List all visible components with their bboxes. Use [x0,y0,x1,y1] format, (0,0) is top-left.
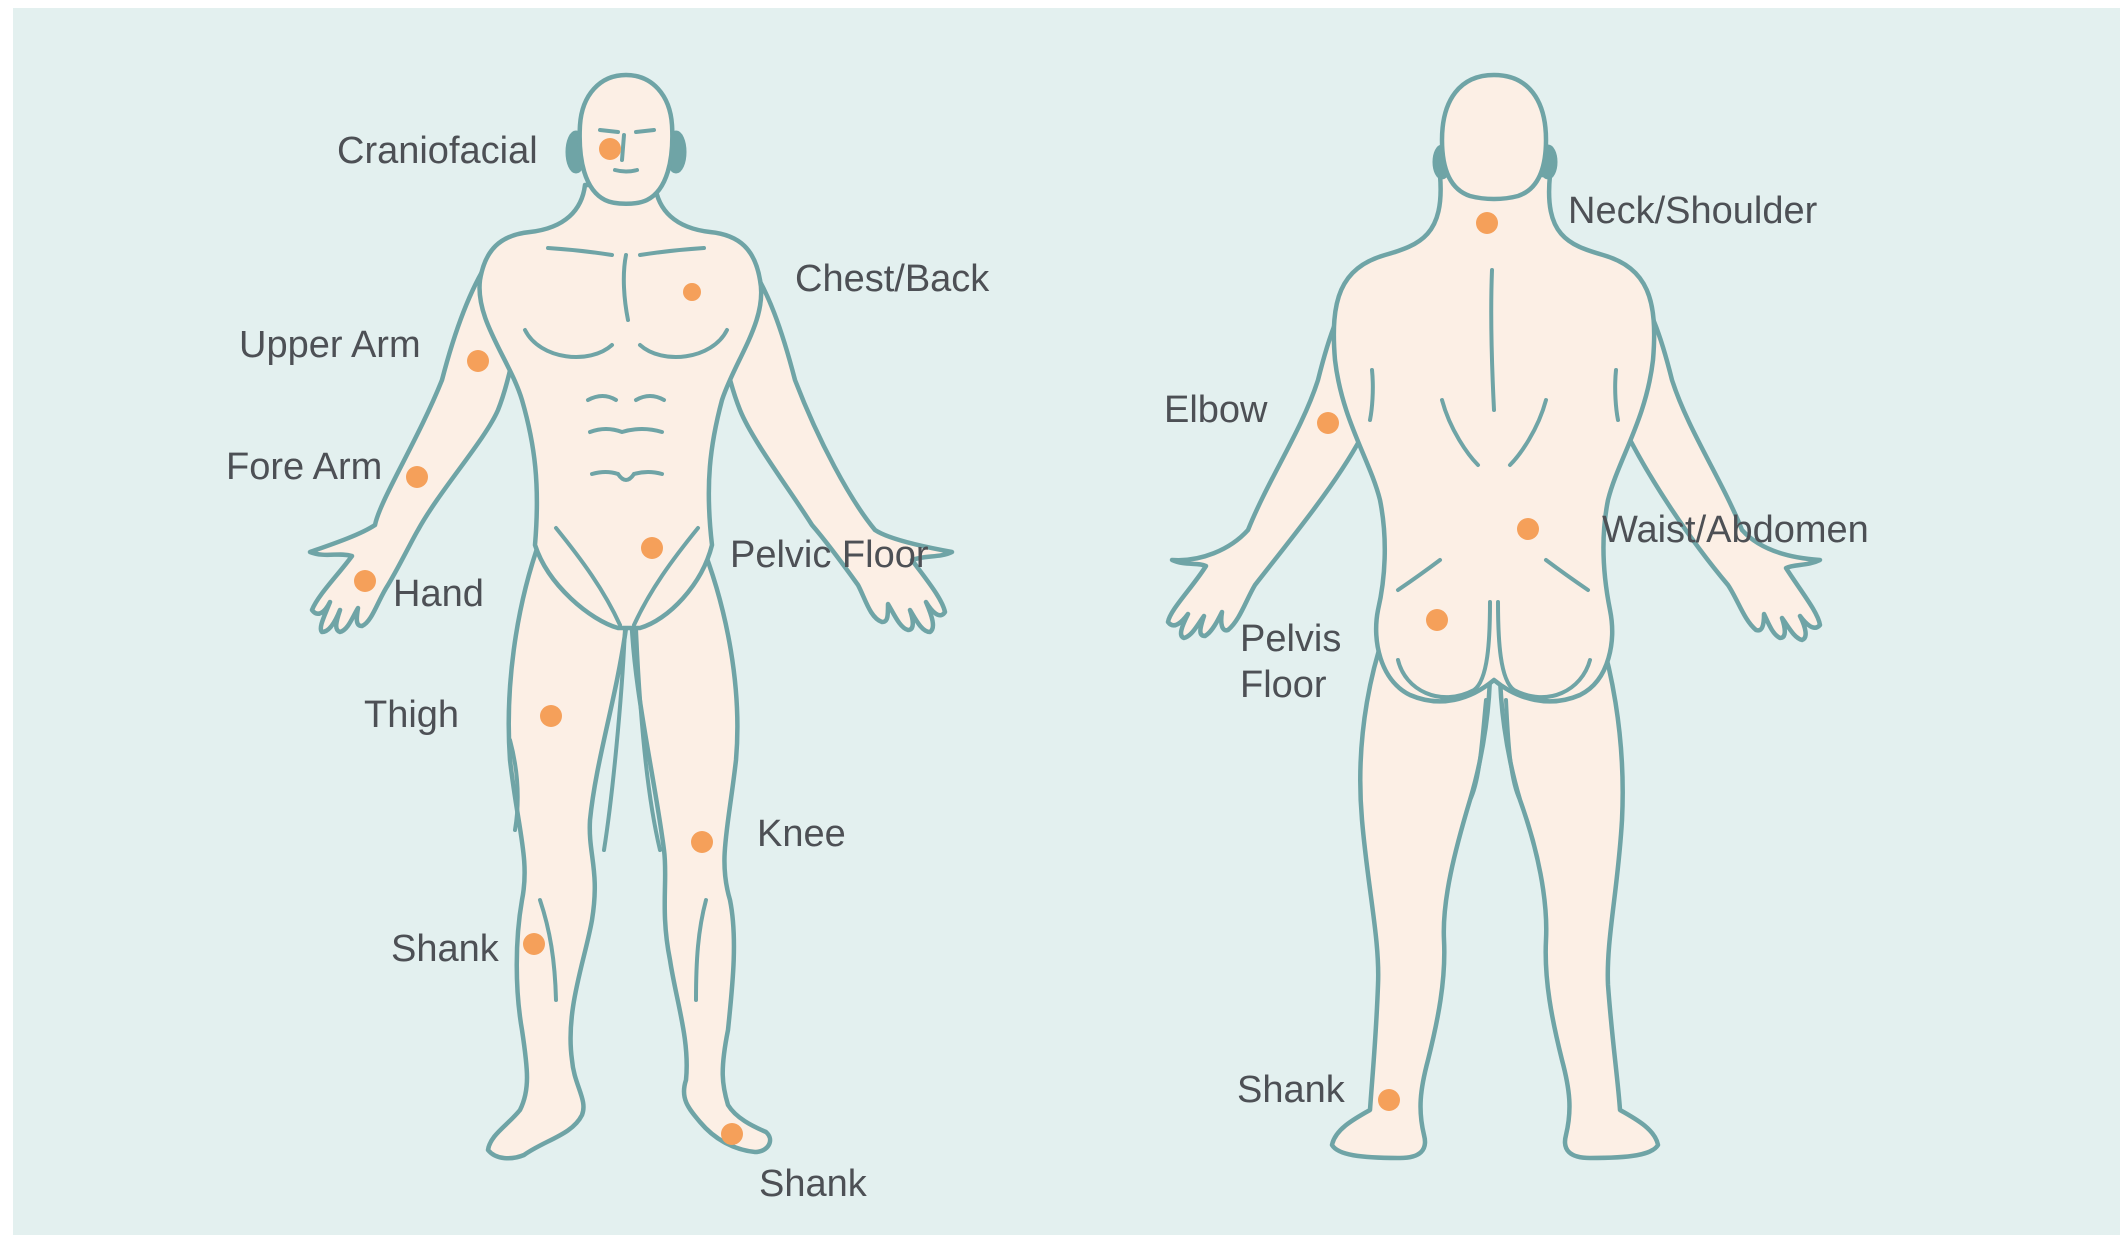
marker-neck-shoulder[interactable] [1476,212,1498,234]
label-craniofacial: Craniofacial [337,132,538,170]
label-pelvic-floor: Pelvic Floor [730,536,929,574]
marker-fore-arm[interactable] [406,466,428,488]
label-fore-arm: Fore Arm [226,448,382,486]
marker-shank-back[interactable] [1378,1089,1400,1111]
label-shank-foot: Shank [759,1165,867,1203]
back-head [1442,75,1546,199]
marker-hand[interactable] [354,570,376,592]
marker-shank-foot[interactable] [721,1123,743,1145]
marker-chest-back[interactable] [683,283,701,301]
label-pelvis: Pelvis [1240,620,1341,658]
marker-shank-front[interactable] [523,933,545,955]
marker-waist-abdomen[interactable] [1517,518,1539,540]
label-floor: Floor [1240,666,1327,704]
marker-thigh[interactable] [540,705,562,727]
label-thigh: Thigh [364,696,459,734]
label-knee: Knee [757,815,846,853]
marker-elbow[interactable] [1317,412,1339,434]
marker-knee[interactable] [691,831,713,853]
front-head [580,75,673,204]
label-elbow: Elbow [1164,391,1268,429]
back-torso [1334,175,1654,701]
label-upper-arm: Upper Arm [239,326,421,364]
label-shank-back: Shank [1237,1071,1345,1109]
label-neck-shoulder: Neck/Shoulder [1568,192,1817,230]
marker-upper-arm[interactable] [467,350,489,372]
label-hand: Hand [393,575,484,613]
label-shank-front: Shank [391,930,499,968]
marker-craniofacial[interactable] [599,138,621,160]
label-waist-abdomen: Waist/Abdomen [1602,511,1869,549]
marker-pelvic-floor[interactable] [641,537,663,559]
marker-pelvis-floor[interactable] [1426,609,1448,631]
label-chest-back: Chest/Back [795,260,989,298]
